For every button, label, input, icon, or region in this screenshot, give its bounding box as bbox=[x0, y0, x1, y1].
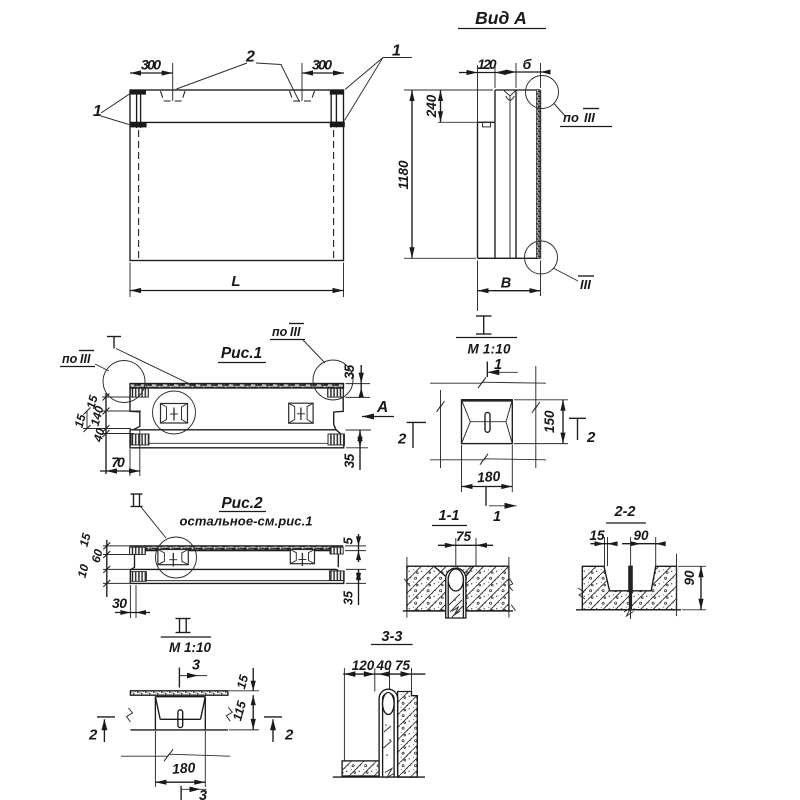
svg-text:М 1:10: М 1:10 bbox=[169, 640, 212, 655]
svg-text:15: 15 bbox=[72, 412, 89, 429]
svg-text:3: 3 bbox=[199, 788, 207, 800]
svg-text:180: 180 bbox=[171, 759, 196, 777]
svg-text:140: 140 bbox=[88, 404, 107, 427]
svg-text:180: 180 bbox=[476, 468, 501, 486]
svg-text:по: по bbox=[272, 325, 288, 339]
svg-text:3: 3 bbox=[192, 658, 200, 674]
svg-text:35: 35 bbox=[342, 453, 357, 468]
svg-text:240: 240 bbox=[424, 94, 439, 118]
svg-text:2: 2 bbox=[586, 429, 596, 446]
svg-text:90: 90 bbox=[682, 570, 697, 586]
svg-text:Вид А: Вид А bbox=[475, 8, 527, 28]
svg-text:1: 1 bbox=[493, 509, 501, 525]
svg-text:по: по bbox=[62, 352, 78, 366]
svg-text:2: 2 bbox=[397, 431, 407, 448]
svg-text:5: 5 bbox=[342, 536, 356, 544]
svg-text:150: 150 bbox=[542, 410, 557, 433]
svg-text:III: III bbox=[290, 325, 301, 339]
svg-text:2-2: 2-2 bbox=[614, 504, 636, 520]
svg-text:Рис.1: Рис.1 bbox=[221, 345, 262, 362]
svg-text:III: III bbox=[584, 110, 595, 125]
svg-text:М 1:10: М 1:10 bbox=[468, 342, 511, 357]
svg-text:115: 115 bbox=[230, 699, 249, 723]
svg-text:35: 35 bbox=[342, 590, 356, 605]
svg-text:1: 1 bbox=[392, 43, 401, 60]
svg-text:90: 90 bbox=[633, 528, 649, 543]
svg-text:70: 70 bbox=[111, 454, 125, 470]
svg-text:15: 15 bbox=[589, 528, 605, 543]
svg-text:III: III bbox=[80, 352, 91, 366]
svg-text:2: 2 bbox=[88, 727, 98, 744]
svg-text:1-1: 1-1 bbox=[439, 508, 460, 524]
svg-text:б: б bbox=[523, 56, 532, 72]
svg-text:120: 120 bbox=[352, 658, 375, 673]
svg-text:120: 120 bbox=[478, 57, 497, 72]
svg-text:35: 35 bbox=[342, 364, 357, 379]
svg-text:30: 30 bbox=[112, 595, 127, 611]
svg-text:15: 15 bbox=[234, 672, 251, 690]
svg-text:III: III bbox=[580, 277, 591, 292]
svg-text:3-3: 3-3 bbox=[382, 629, 403, 645]
svg-text:2: 2 bbox=[284, 727, 294, 744]
svg-text:75: 75 bbox=[395, 658, 411, 673]
svg-text:15: 15 bbox=[77, 531, 94, 548]
svg-text:В: В bbox=[501, 276, 511, 292]
svg-text:L: L bbox=[231, 273, 240, 290]
svg-text:300: 300 bbox=[312, 57, 332, 73]
svg-text:75: 75 bbox=[456, 529, 472, 544]
svg-text:Рис.2: Рис.2 bbox=[221, 495, 263, 512]
svg-text:2: 2 bbox=[245, 49, 255, 66]
svg-text:остальное-см.рис.1: остальное-см.рис.1 bbox=[180, 514, 313, 529]
svg-text:60: 60 bbox=[89, 547, 106, 564]
svg-text:по: по bbox=[563, 110, 579, 125]
svg-text:1: 1 bbox=[494, 357, 502, 373]
svg-text:15: 15 bbox=[84, 393, 101, 410]
svg-text:А: А bbox=[376, 399, 388, 416]
svg-text:40: 40 bbox=[375, 658, 392, 673]
svg-text:40: 40 bbox=[90, 426, 107, 444]
svg-text:1180: 1180 bbox=[396, 160, 411, 190]
svg-text:300: 300 bbox=[141, 57, 161, 73]
svg-text:10: 10 bbox=[75, 562, 92, 579]
svg-text:1: 1 bbox=[93, 103, 102, 120]
